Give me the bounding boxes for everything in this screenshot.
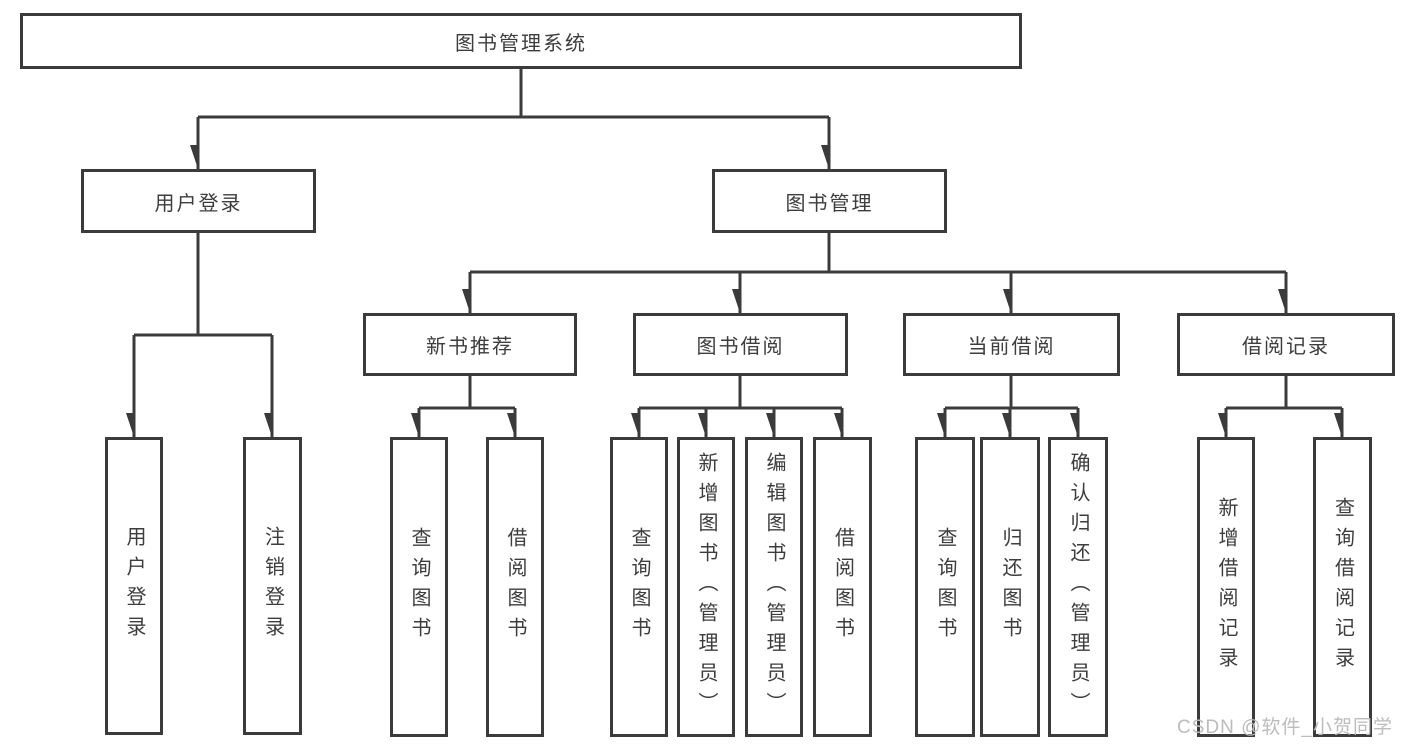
leaf-current-return-books: 归还图书 <box>980 437 1040 737</box>
node-label: 新增图书（管理员） <box>695 452 717 722</box>
connector-newbookrec-to-leaves <box>419 376 515 410</box>
leaf-current-query-books: 查询图书 <box>915 437 975 737</box>
node-current-borrow: 当前借阅 <box>903 313 1120 376</box>
leaf-current-confirm-return-admin: 确认归还（管理员） <box>1048 437 1108 737</box>
node-label: 用户登录 <box>154 192 243 215</box>
connector-currentborrow-to-leaves <box>945 376 1078 410</box>
node-label: 注销登录 <box>261 526 284 646</box>
leaf-records-query-record: 查询借阅记录 <box>1313 437 1372 737</box>
node-label: 查询借阅记录 <box>1331 497 1354 677</box>
connector-bookmgmt-to-level3 <box>470 233 1286 274</box>
leaf-borrow-edit-books-admin: 编辑图书（管理员） <box>745 437 803 737</box>
node-label: 图书借阅 <box>696 336 785 358</box>
node-new-book-recommend: 新书推荐 <box>363 313 577 376</box>
node-label: 借阅图书 <box>831 527 854 647</box>
node-label: 归还图书 <box>999 527 1021 647</box>
node-label: 新增借阅记录 <box>1215 497 1237 677</box>
node-label: 新书推荐 <box>426 336 514 358</box>
node-label: 查询图书 <box>628 527 650 647</box>
connector-root-to-level2 <box>198 69 829 119</box>
leaf-borrow-borrow-books: 借阅图书 <box>813 437 872 737</box>
node-book-borrow: 图书借阅 <box>633 313 848 376</box>
leaf-user-login: 用户登录 <box>105 437 163 735</box>
connector-borrowrecords-to-leaves <box>1226 376 1342 410</box>
node-label: 借阅图书 <box>504 527 526 647</box>
node-label: 确认归还（管理员） <box>1067 452 1089 722</box>
node-label: 编辑图书（管理员） <box>763 452 785 722</box>
node-borrow-records: 借阅记录 <box>1177 313 1395 376</box>
leaf-newrec-borrow-books: 借阅图书 <box>486 437 544 737</box>
leaf-records-add-record: 新增借阅记录 <box>1197 437 1255 737</box>
leaf-logout-login: 注销登录 <box>243 437 302 735</box>
node-label: 当前借阅 <box>967 336 1056 358</box>
connector-bookborrow-to-leaves <box>639 376 842 410</box>
node-book-management: 图书管理 <box>712 169 947 233</box>
node-label: 图书管理 <box>785 192 874 215</box>
leaf-borrow-query-books: 查询图书 <box>610 437 668 737</box>
node-label: 查询图书 <box>934 527 956 647</box>
node-user-login: 用户登录 <box>81 169 316 233</box>
csdn-watermark: CSDN @软件_小贺同学 <box>1177 717 1393 738</box>
node-label: 图书管理系统 <box>455 32 587 55</box>
leaf-borrow-add-books-admin: 新增图书（管理员） <box>677 437 735 737</box>
node-library-system-root: 图书管理系统 <box>20 13 1022 69</box>
node-label: 用户登录 <box>123 526 145 646</box>
node-label: 查询图书 <box>408 527 430 647</box>
connector-userlogin-to-leaves <box>134 233 272 337</box>
node-label: 借阅记录 <box>1242 336 1330 358</box>
leaf-newrec-query-books: 查询图书 <box>390 437 448 737</box>
